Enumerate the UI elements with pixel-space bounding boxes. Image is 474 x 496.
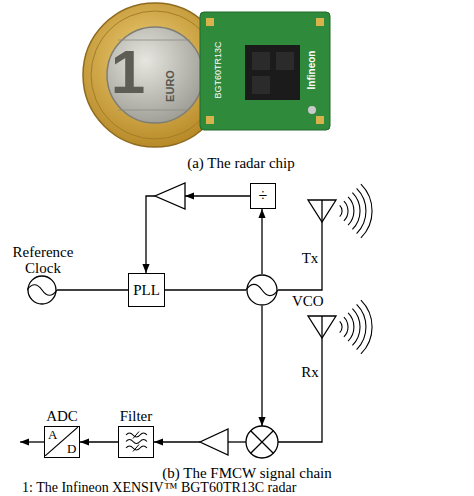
radar-board <box>200 12 330 130</box>
circle-outline <box>246 274 278 306</box>
divider-wire <box>185 195 250 196</box>
tx-feed-wire <box>278 200 322 290</box>
node-label: Reference Clock <box>6 244 80 276</box>
figure-caption: 1: The Infineon XENSIV™ BGT60TR13C radar <box>22 480 296 496</box>
node-label: Filter <box>116 408 156 424</box>
lo-wire <box>261 306 262 426</box>
coin-numeral: 1 <box>111 40 145 104</box>
radio-waves <box>340 184 372 354</box>
amplifier-symbol <box>155 183 185 209</box>
sine-symbol <box>27 285 57 296</box>
port-letter: A <box>48 428 57 441</box>
signal-name: Rx <box>301 364 319 381</box>
chip-marking: BGT60TR13C <box>213 41 224 98</box>
circle-border <box>28 276 56 304</box>
wave-arc <box>348 313 354 341</box>
wave-arc <box>340 205 342 216</box>
signal-wires <box>20 183 336 458</box>
pll-box: PLL <box>128 273 165 307</box>
oscillator-node: Reference Clock <box>6 244 80 308</box>
wave-arc <box>340 321 342 332</box>
node-label: VCO <box>292 293 324 309</box>
box-symbol <box>119 427 152 456</box>
node-label: PLL <box>128 282 165 298</box>
vco-node: VCO <box>246 274 332 310</box>
wave-arc <box>344 317 348 337</box>
wave-arc <box>361 184 372 238</box>
sine-symbol <box>246 284 278 295</box>
mixer-cross <box>251 431 274 454</box>
wave-arc <box>348 197 354 225</box>
adc-diagonal <box>45 427 78 456</box>
signal-connector <box>261 209 262 274</box>
node-label: ADC <box>40 408 84 424</box>
amplifier-symbol <box>200 429 228 455</box>
signal-name: Tx <box>302 250 319 267</box>
circle-border <box>247 275 277 305</box>
box-outline <box>118 426 154 458</box>
wave-arc <box>361 300 372 354</box>
signal-connector <box>80 441 118 442</box>
filter-wave <box>126 440 147 444</box>
wave-arc <box>357 188 366 233</box>
subfigure-caption: (b) The FMCW signal chain <box>162 465 331 482</box>
wave-arc <box>344 201 348 221</box>
port-letter: D <box>67 442 76 455</box>
wave-arc <box>357 304 366 349</box>
subfigure-caption: (a) The radar chip <box>187 155 295 172</box>
filter-slash <box>133 445 139 452</box>
coin-text: EURO <box>164 70 177 102</box>
mixer-symbol <box>246 426 278 458</box>
filter-node: Filter <box>116 408 156 460</box>
rx-feed-wire <box>278 316 322 442</box>
divider-box: ÷ <box>250 183 276 209</box>
circle-outline <box>27 275 57 305</box>
mixer-wire <box>228 441 246 442</box>
wave-arc <box>352 193 360 230</box>
filter-slash <box>133 432 139 439</box>
feedback-wire <box>146 196 155 273</box>
amp-wire <box>154 441 200 442</box>
output-wire <box>20 441 44 442</box>
signal-connector <box>165 289 246 290</box>
chip-logo: Infineon <box>306 51 318 90</box>
signal-connector <box>57 289 128 290</box>
node-label: ÷ <box>250 188 276 204</box>
wave-arc <box>352 309 360 346</box>
adc-node: ADC AD <box>40 408 82 460</box>
